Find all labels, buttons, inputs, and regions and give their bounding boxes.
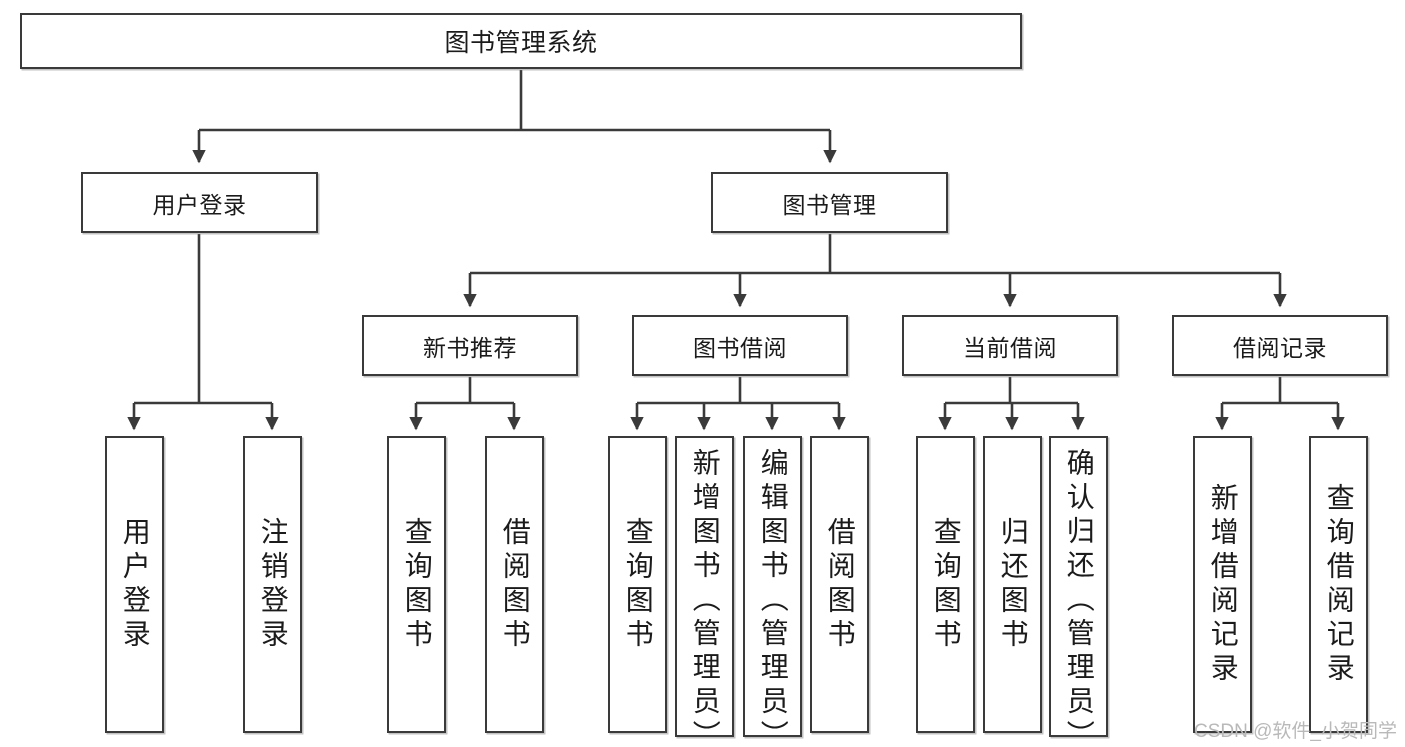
node-label: 新增借阅记录 (1207, 482, 1239, 687)
node-label: 查询图书 (622, 516, 654, 653)
node-label: 编辑图书（管理员） (757, 448, 789, 747)
leaf-current-confirm-return-admin[interactable]: 确认归还（管理员） (1049, 436, 1108, 747)
node-label: 查询借阅记录 (1323, 482, 1355, 687)
node-label: 查询图书 (401, 516, 433, 653)
leaf-borrow-borrow-book[interactable]: 借阅图书 (810, 436, 869, 733)
node-root-system[interactable]: 图书管理系统 (20, 13, 1022, 69)
leaf-user-login-login[interactable]: 用户登录 (105, 436, 164, 733)
node-label: 借阅图书 (499, 516, 531, 653)
leaf-borrow-query-book[interactable]: 查询图书 (608, 436, 667, 733)
leaf-recommend-borrow-book[interactable]: 借阅图书 (485, 436, 544, 733)
node-label: 用户登录 (119, 516, 151, 653)
leaf-records-query-record[interactable]: 查询借阅记录 (1309, 436, 1368, 733)
node-label: 图书管理系统 (444, 29, 598, 57)
leaf-current-return-book[interactable]: 归还图书 (983, 436, 1042, 733)
node-label: 归还图书 (997, 516, 1029, 653)
node-label: 图书管理 (782, 191, 877, 218)
node-label: 借阅图书 (824, 516, 856, 653)
node-label: 用户登录 (152, 191, 247, 218)
node-label: 借阅记录 (1233, 334, 1327, 361)
node-new-book-recommend[interactable]: 新书推荐 (362, 315, 578, 376)
node-borrow-records[interactable]: 借阅记录 (1172, 315, 1388, 376)
leaf-recommend-query-book[interactable]: 查询图书 (387, 436, 446, 733)
leaf-records-add-record[interactable]: 新增借阅记录 (1193, 436, 1252, 733)
node-label: 注销登录 (257, 516, 289, 653)
node-label: 确认归还（管理员） (1063, 448, 1095, 747)
leaf-user-login-logout[interactable]: 注销登录 (243, 436, 302, 733)
leaf-current-query-book[interactable]: 查询图书 (916, 436, 975, 733)
leaf-borrow-edit-book-admin[interactable]: 编辑图书（管理员） (743, 436, 802, 747)
node-label: 当前借阅 (963, 334, 1057, 361)
node-book-management[interactable]: 图书管理 (711, 172, 948, 233)
leaf-borrow-add-book-admin[interactable]: 新增图书（管理员） (675, 436, 734, 747)
watermark: CSDN @软件_小贺同学 (1194, 721, 1397, 742)
node-user-login[interactable]: 用户登录 (81, 172, 318, 233)
node-label: 查询图书 (930, 516, 962, 653)
node-label: 新书推荐 (423, 334, 517, 361)
node-current-borrow[interactable]: 当前借阅 (902, 315, 1118, 376)
node-label: 新增图书（管理员） (689, 448, 721, 747)
node-label: 图书借阅 (693, 334, 787, 361)
node-book-borrow[interactable]: 图书借阅 (632, 315, 848, 376)
